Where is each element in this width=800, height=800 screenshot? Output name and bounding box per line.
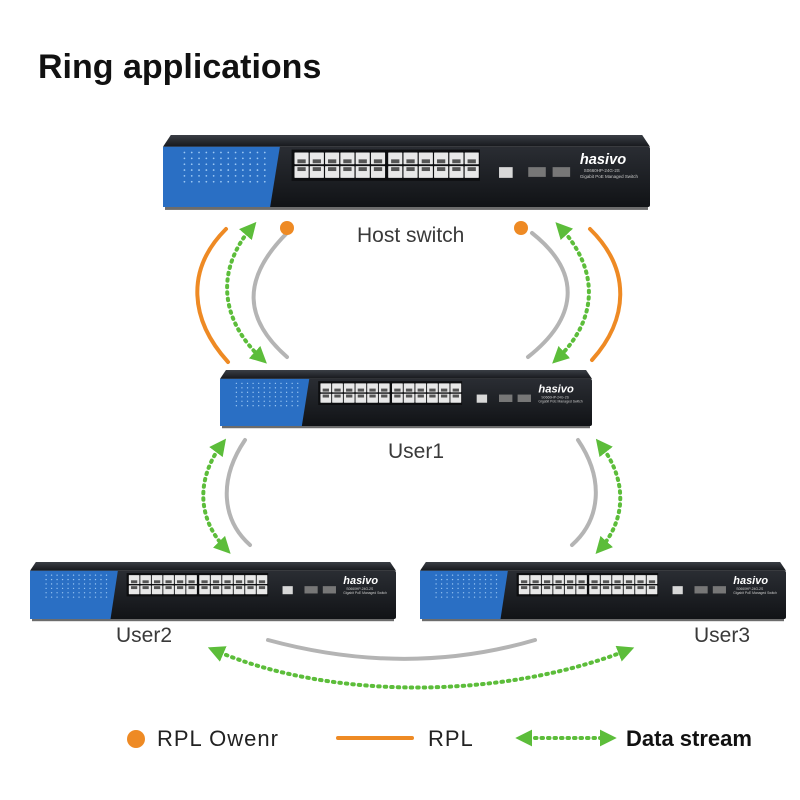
switch-brand: hasivo bbox=[733, 575, 768, 587]
link-user1-user2 bbox=[224, 438, 252, 547]
data-streams bbox=[201, 221, 635, 690]
console-port bbox=[476, 394, 488, 403]
sfp-port bbox=[304, 586, 318, 594]
switch-model: S0660HP-24G-2S bbox=[736, 587, 764, 591]
switch-led-panel bbox=[220, 378, 310, 426]
host-switch-label: Host switch bbox=[357, 224, 465, 247]
console-port bbox=[672, 586, 683, 595]
console-port bbox=[499, 167, 513, 178]
data-stream-user1-user2 bbox=[201, 438, 231, 554]
link-user1-user3 bbox=[570, 438, 598, 547]
link-user2-user3 bbox=[266, 638, 537, 661]
sfp-port bbox=[517, 394, 531, 402]
data-stream-user2-user3 bbox=[207, 645, 635, 690]
legend-owner-dot bbox=[127, 730, 145, 748]
link-host-user1-left bbox=[251, 231, 289, 359]
sfp-port bbox=[712, 586, 726, 594]
rpl-link-left bbox=[195, 227, 230, 364]
rpl-owner-dot-left bbox=[280, 221, 294, 235]
legend bbox=[127, 729, 617, 748]
user3-label: User3 bbox=[694, 624, 751, 647]
switch-subtitle: Gigabit PoE Managed Switch bbox=[538, 400, 582, 404]
switch-brand: hasivo bbox=[580, 152, 626, 168]
switch-top bbox=[163, 135, 650, 147]
sfp-port bbox=[322, 586, 336, 594]
sfp-port bbox=[552, 167, 571, 177]
link-host-user3-right bbox=[526, 231, 570, 359]
sfp-port bbox=[499, 394, 513, 402]
switch-led-panel bbox=[163, 146, 280, 207]
switch-model: S0660HP-24G-2S bbox=[584, 168, 620, 173]
switch-subtitle: Gigabit PoE Managed Switch bbox=[580, 174, 639, 179]
data-stream-user1-user3 bbox=[595, 438, 623, 555]
page-title: Ring applications bbox=[38, 48, 322, 86]
sfp-port bbox=[694, 586, 708, 594]
switch-subtitle: Gigabit PoE Managed Switch bbox=[343, 591, 387, 595]
switch-subtitle: Gigabit PoE Managed Switch bbox=[733, 591, 777, 595]
legend-rpl-label: RPL bbox=[428, 726, 474, 751]
switch-model: S0660HP-24G-2S bbox=[346, 587, 374, 591]
switch-top bbox=[30, 562, 396, 571]
switch-led-panel bbox=[420, 570, 508, 619]
rpl-links bbox=[195, 227, 623, 364]
data-stream-host-user3-right bbox=[552, 222, 591, 364]
switch-model: S0660HP-24G-2S bbox=[541, 395, 569, 399]
switch-led-panel bbox=[30, 570, 118, 619]
switch-top bbox=[220, 370, 592, 379]
legend-owner-label: RPL Owenr bbox=[157, 726, 279, 751]
data-stream-host-user1-left bbox=[225, 221, 267, 364]
user1-label: User1 bbox=[388, 440, 445, 463]
rpl-owner-markers bbox=[280, 221, 528, 235]
switch-brand: hasivo bbox=[538, 383, 574, 395]
sfp-port bbox=[528, 167, 546, 177]
rpl-link-right bbox=[588, 227, 623, 362]
legend-data-label: Data stream bbox=[626, 726, 752, 751]
switch-top bbox=[420, 562, 786, 571]
user2-label: User2 bbox=[116, 624, 173, 647]
switch-brand: hasivo bbox=[343, 575, 378, 587]
console-port bbox=[282, 586, 293, 595]
rpl-owner-dot-right bbox=[514, 221, 528, 235]
